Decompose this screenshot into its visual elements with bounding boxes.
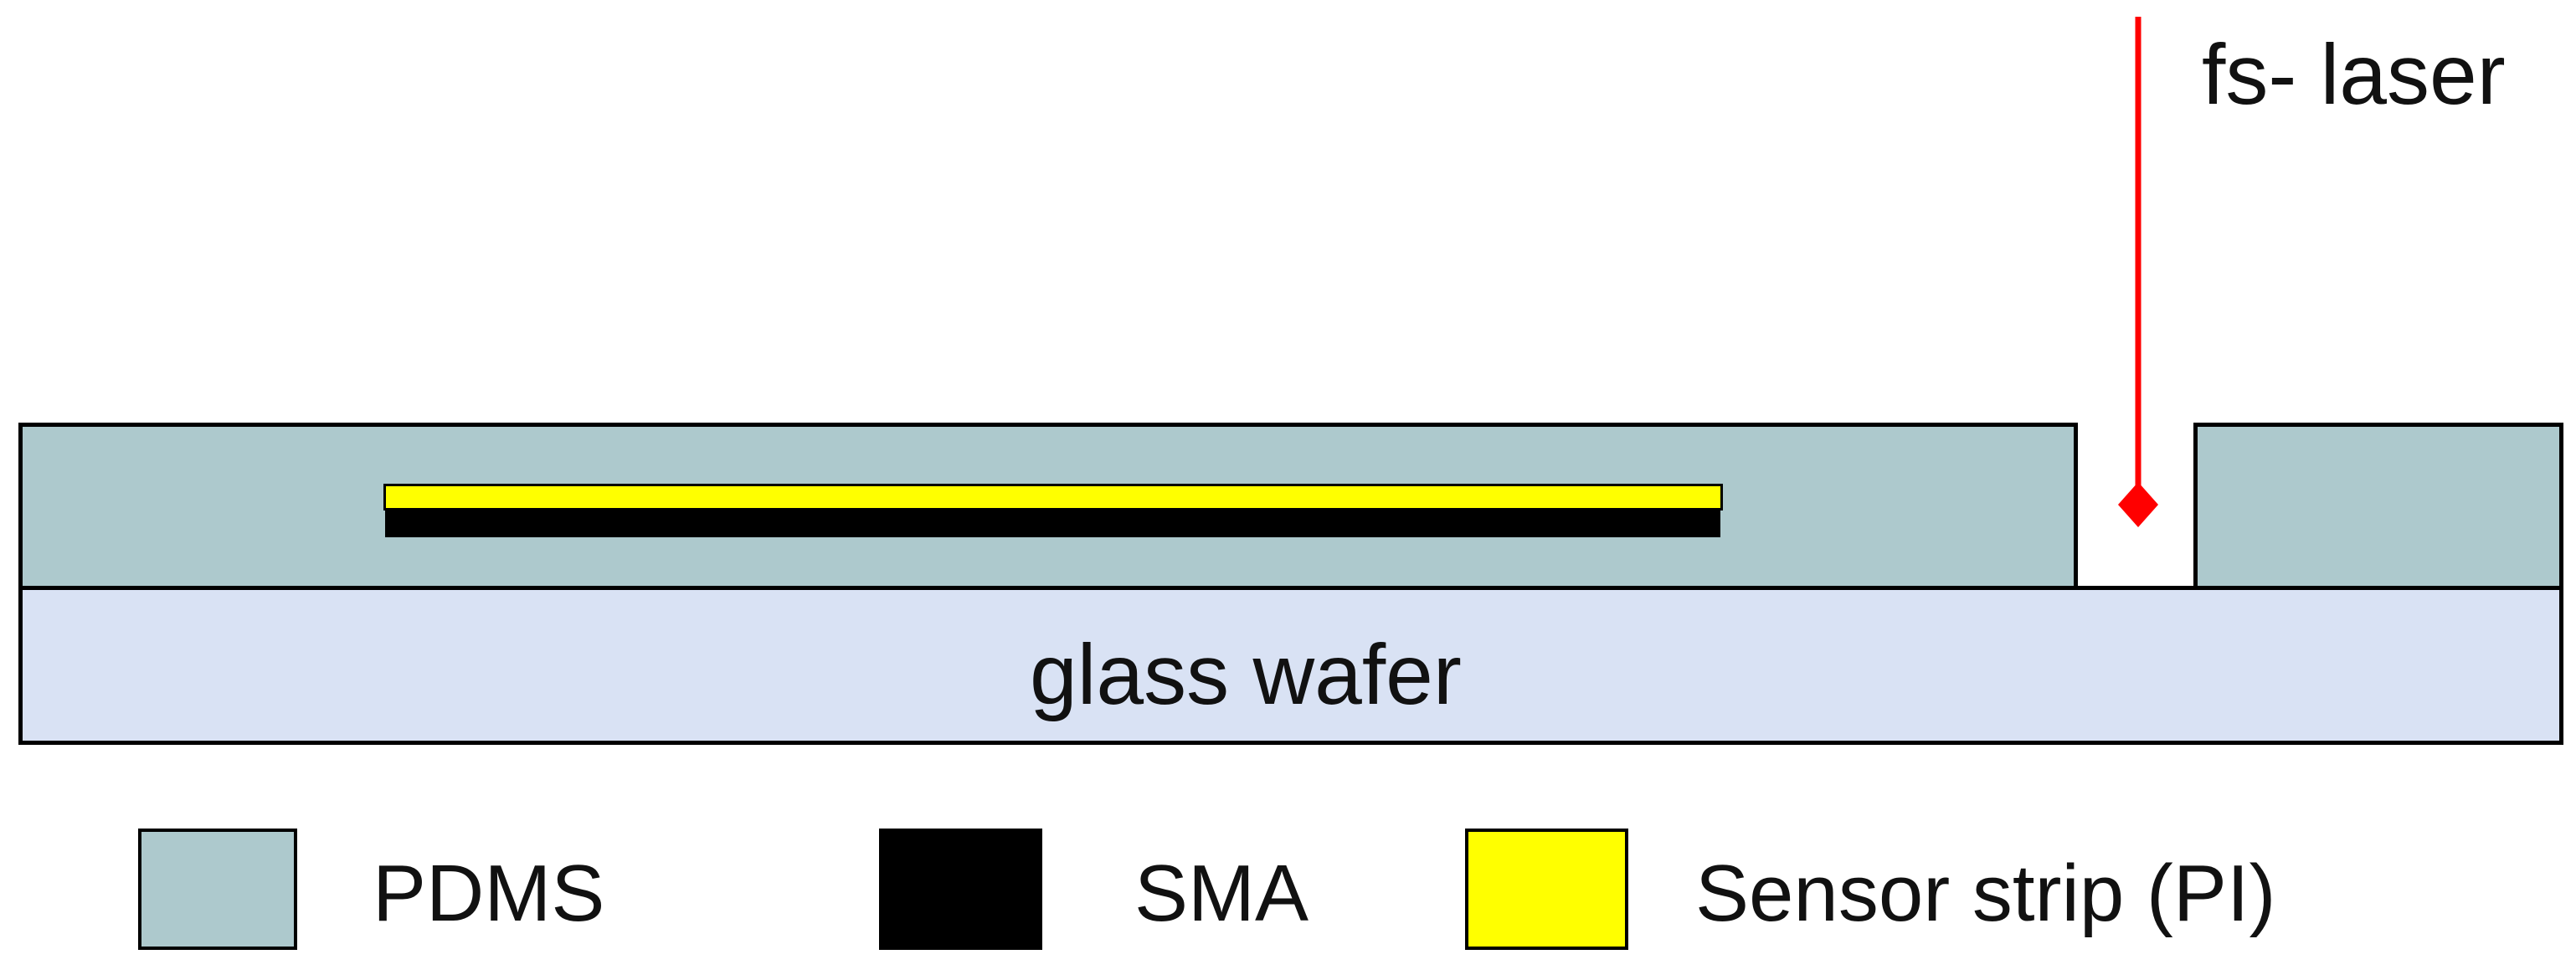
legend-label-sma: SMA	[1134, 849, 1309, 938]
pdms-layer-right	[2193, 423, 2563, 590]
laser-label: fs- laser	[2202, 27, 2506, 122]
laser-arrow-icon	[2118, 17, 2158, 527]
sensor-strip-layer	[383, 484, 1723, 511]
legend-swatch-sma	[879, 829, 1042, 950]
legend-swatch-pdms	[138, 829, 297, 950]
glass-wafer-label: glass wafer	[1030, 627, 1462, 722]
sma-layer	[385, 507, 1720, 537]
legend-label-sensor-strip: Sensor strip (PI)	[1695, 849, 2276, 938]
legend-label-pdms: PDMS	[373, 849, 605, 938]
legend-swatch-sensor-strip	[1465, 829, 1628, 950]
